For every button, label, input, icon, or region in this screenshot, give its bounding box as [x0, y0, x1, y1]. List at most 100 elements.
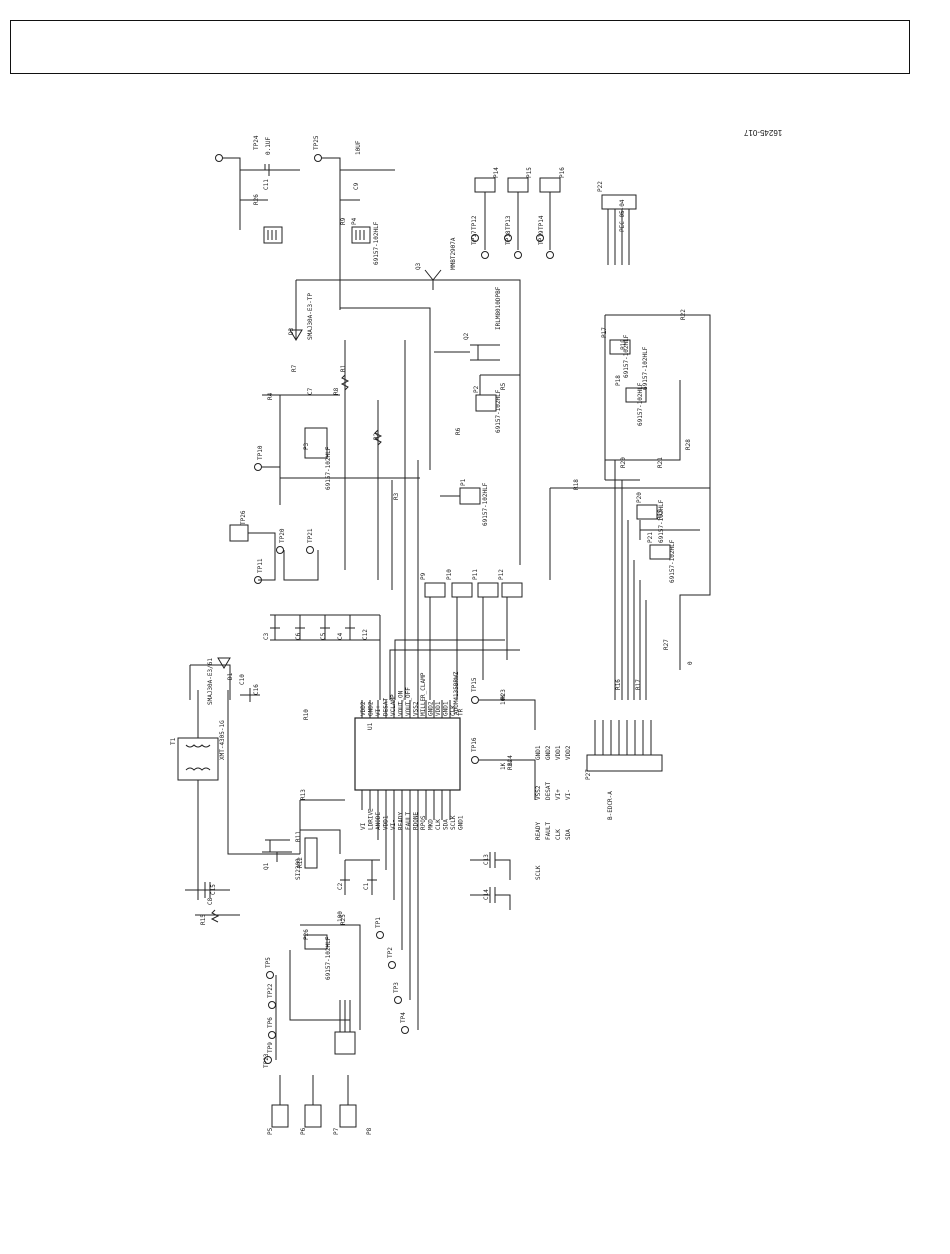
testpoint-ref-tp1: TP1	[375, 917, 382, 928]
ic-pin-bottom-7: RDONE	[413, 812, 420, 830]
capacitor-ref-c1: C1	[363, 882, 370, 890]
net-label-sda: SDA	[565, 829, 572, 840]
header-part-p27: B-EDCR-A	[607, 791, 614, 820]
testpoint-ref-tp9: TP9	[267, 1042, 274, 1053]
net-label-gnd2: GND2	[545, 745, 552, 760]
header-ref-p2: P2	[473, 385, 480, 393]
d1-part: SMAJ30A-E3/61	[207, 658, 214, 705]
ic-pin-top-6: VOUT_OFF	[405, 687, 412, 716]
q3-ref: Q3	[415, 262, 422, 270]
header-part-p22: PEC-05-04	[619, 199, 626, 232]
testpoint-ref-tp14: TP14	[538, 215, 545, 230]
resistor-ref-r15: R15	[200, 914, 207, 925]
ic-pin-bottom-6: FAULT	[405, 812, 412, 830]
testpoint-ref-tp6: TP6	[267, 1017, 274, 1028]
testpoint-ref-tp5: TP5	[265, 957, 272, 968]
resistor-ref-r17: R17	[635, 679, 642, 690]
ic-pin-bottom-1: LDRIVE	[368, 808, 375, 830]
capacitor-ref-c11: C11	[263, 179, 270, 190]
ic-pin-top-3: DESAT	[383, 698, 390, 716]
header-part-p26: 69157-102HLF	[325, 936, 332, 980]
header-ref-p19: P19	[620, 339, 627, 350]
resistor-ref-r10: R10	[303, 709, 310, 720]
ic-pin-bottom-3: VDD1	[383, 815, 390, 830]
resistor-ref-r27: R27	[663, 639, 670, 650]
header-ref-p26: P26	[303, 929, 310, 940]
header-ref-p21: P21	[647, 532, 654, 543]
resistor-ref-r18: R18	[573, 479, 580, 490]
header-ref-p20: P20	[636, 492, 643, 503]
ic-pin-top-0: VDD2	[360, 701, 367, 716]
t1-part: XMT-4305-1G	[219, 720, 226, 760]
capacitor-ref-c14: C14	[483, 889, 490, 900]
header-ref-p5: P5	[267, 1127, 274, 1135]
net-label-clk: CLK	[555, 829, 562, 840]
value-cap-small: 0.1UF	[265, 137, 272, 155]
ic-pin-top-1: GND2	[368, 701, 375, 716]
capacitor-ref-c8: C8	[207, 897, 214, 905]
header-ref-p10: P10	[446, 569, 453, 580]
resistor-ref-r3: R3	[393, 492, 400, 500]
net-label-sclk: SCLK	[535, 865, 542, 880]
header-part-p4: 69157-102HLF	[373, 221, 380, 265]
resistor-ref-r22: R22	[680, 309, 687, 320]
ic-pin-bottom-12: SCLK	[450, 815, 457, 830]
header-ref-p7: P7	[333, 1127, 340, 1135]
header-ref-p14: P14	[493, 167, 500, 178]
resistor-ref-r11: R11	[295, 831, 302, 842]
net-label-vi-: VI+	[555, 789, 562, 800]
resistor-ref-r20: R20	[620, 457, 627, 468]
header-ref-p15: P15	[526, 167, 533, 178]
capacitor-ref-c2: C2	[337, 882, 344, 890]
net-label-desat: DESAT	[545, 782, 552, 800]
resistor-ref-r13: R13	[300, 789, 307, 800]
ic-part-u1: ADUM4135BRWZ	[453, 671, 460, 715]
value-res-0: 0	[687, 661, 694, 665]
ic-pin-top-9: GND2	[428, 701, 435, 716]
header-ref-p18: P18	[615, 375, 622, 386]
d3-part: SMAJ30A-E3-TP	[307, 293, 314, 340]
testpoint-ref-tp15: TP15	[471, 677, 478, 692]
capacitor-ref-c6: C6	[295, 632, 302, 640]
ic-pin-bottom-11: SDA	[443, 819, 450, 830]
resistor-ref-r19: R19	[657, 509, 664, 520]
net-label-vdd2: VDD2	[565, 745, 572, 760]
testpoint-ref-tp21: TP21	[307, 528, 314, 543]
ic-pin-bottom-8: RPOS	[420, 815, 427, 830]
header-ref-p1: P1	[460, 478, 467, 486]
capacitor-ref-c13: C13	[483, 854, 490, 865]
d1-ref: D1	[227, 672, 234, 680]
testpoint-ref-tp24: TP24	[253, 135, 260, 150]
resistor-ref-r14: R14	[507, 759, 514, 770]
ic-pin-bottom-0: VI	[360, 822, 367, 830]
ic-pin-top-10: VDD1	[435, 701, 442, 716]
resistor-ref-r26: R26	[253, 194, 260, 205]
testpoint-ref-tp18: TP18	[505, 230, 512, 245]
capacitor-ref-c3: C3	[263, 632, 270, 640]
ic-pin-top-12: CLK	[450, 705, 457, 716]
testpoint-ref-tp17: TP17	[471, 230, 478, 245]
net-label-ready: READY	[535, 822, 542, 840]
capacitor-ref-c12: C12	[362, 629, 369, 640]
ic-pin-top-4: VCLAMP	[390, 694, 397, 716]
testpoint-ref-tp2: TP2	[387, 947, 394, 958]
ic-pin-top-13: TR	[458, 708, 465, 716]
header-part-p3: 69157-102HLF	[325, 446, 332, 490]
capacitor-ref-c10: C10	[239, 674, 246, 685]
header-ref-p17: P17	[601, 327, 608, 338]
resistor-ref-r4: R4	[267, 392, 274, 400]
header-ref-p4: P4	[351, 217, 358, 225]
header-part-p18: 69157-102HLF	[637, 382, 644, 426]
q3-part: MMBT2907A	[450, 237, 457, 270]
t1-ref: T1	[170, 737, 177, 745]
resistor-ref-r1: R1	[340, 364, 347, 372]
testpoint-ref-tp23: TP23	[263, 1053, 270, 1068]
header-ref-p16: P16	[559, 167, 566, 178]
resistor-ref-r16: R16	[615, 679, 622, 690]
ic-pin-bottom-10: CLK	[435, 819, 442, 830]
header-ref-p11: P11	[472, 569, 479, 580]
capacitor-ref-c4: C4	[337, 632, 344, 640]
header-part-p2: 69157-102HLF	[495, 389, 502, 433]
capacitor-ref-c15: C15	[210, 884, 217, 895]
testpoint-ref-tp20: TP20	[279, 528, 286, 543]
